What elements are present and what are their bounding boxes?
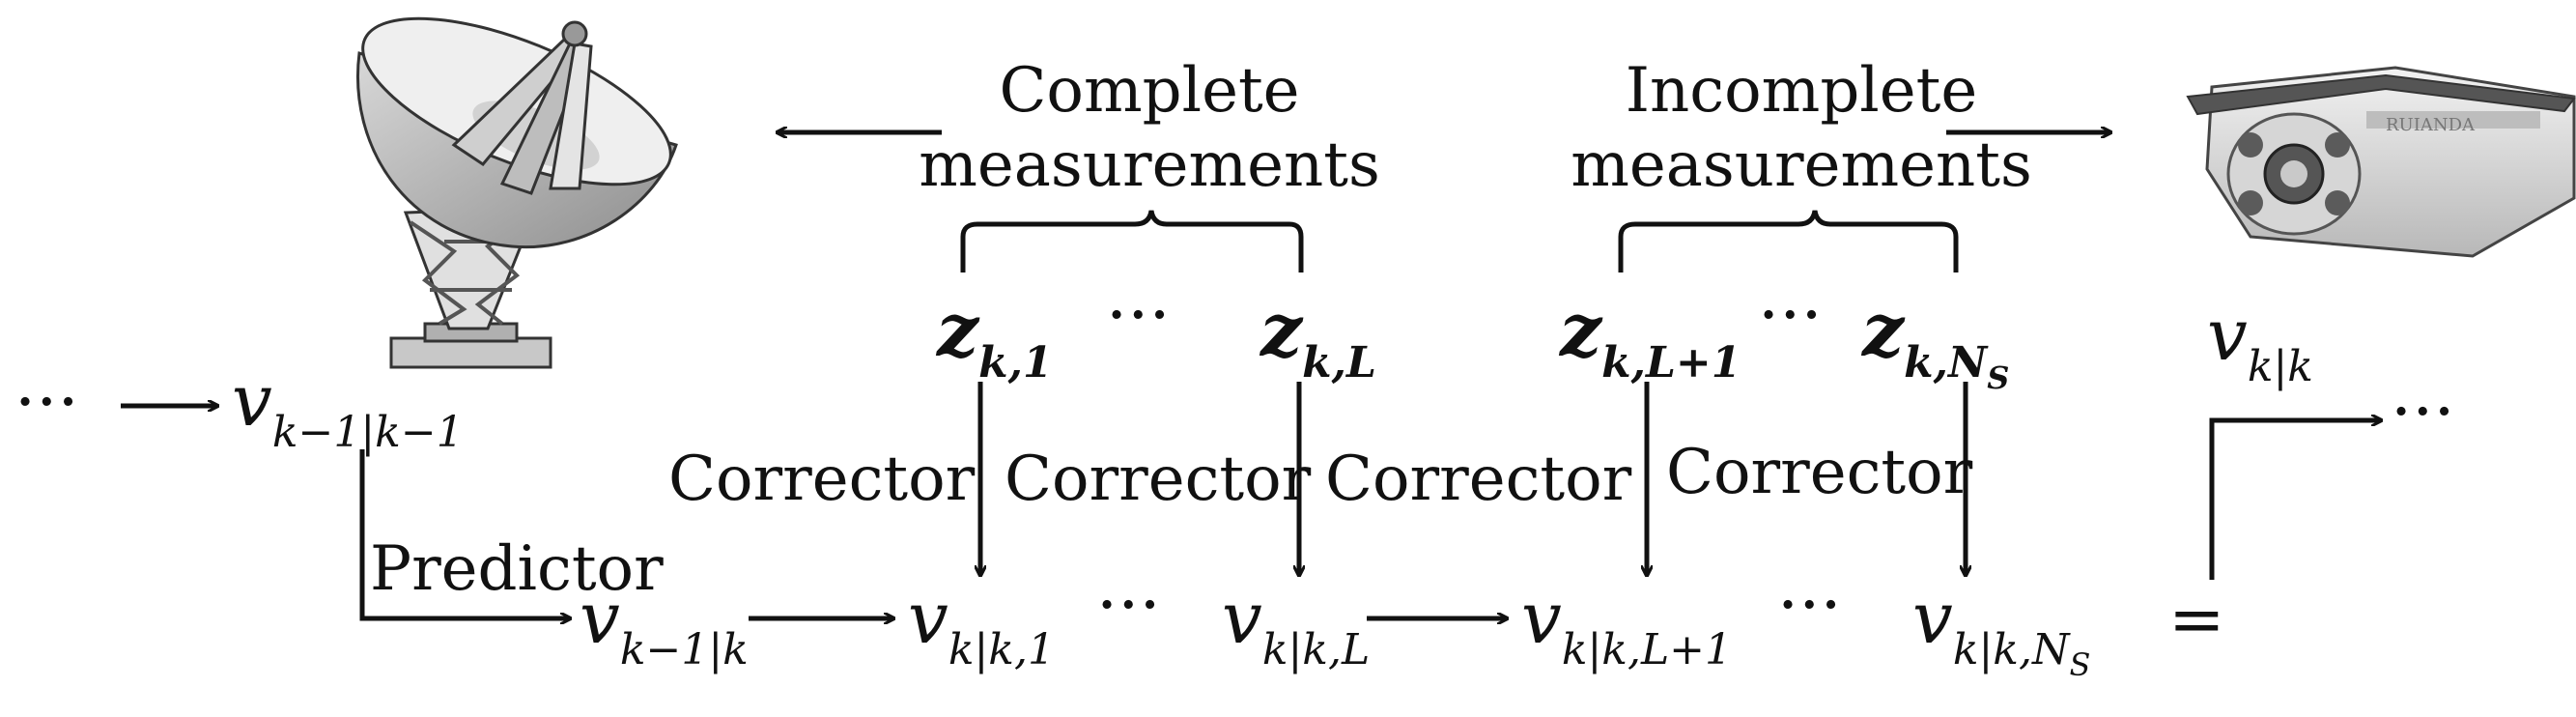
z-k-L: zk,L — [1259, 287, 1376, 387]
v-prior-posterior: vk−1|k−1 — [232, 359, 464, 457]
predictor-arrow — [359, 449, 570, 618]
security-camera-icon: RUIANDA — [2186, 66, 2576, 258]
incomplete-brace — [1618, 210, 1959, 272]
complete-label-line2: measurements — [919, 129, 1380, 201]
complete-label-line1: Complete — [999, 55, 1299, 127]
corrector-label-4: Corrector — [1666, 437, 1973, 508]
v-ellipsis-2: ··· — [1777, 565, 1842, 645]
predictor-label: Predictor — [370, 533, 664, 605]
complete-brace — [960, 210, 1304, 272]
v-prior-prediction: vk−1|k — [580, 577, 749, 674]
incomplete-label-line2: measurements — [1571, 129, 2032, 201]
corrector-label-3: Corrector — [1325, 444, 1632, 515]
z-ellipsis-1: ··· — [1106, 275, 1171, 355]
camera-brand-text: RUIANDA — [2386, 115, 2476, 135]
radar-dish-icon — [356, 16, 678, 369]
v-k-k-1: vk|k,1 — [908, 577, 1055, 674]
corrector-label-1: Corrector — [668, 444, 976, 515]
z-k-NS: zk,NS — [1860, 287, 2009, 396]
z-k-L1: zk,L+1 — [1558, 287, 1741, 387]
output-arrow — [2209, 420, 2381, 580]
v-ellipsis-1: ··· — [1096, 565, 1161, 645]
z-k-1: zk,1 — [935, 287, 1053, 387]
right-ellipsis: ··· — [2391, 372, 2455, 451]
equals-sign: = — [2168, 580, 2225, 659]
v-k-k-NS: vk|k,NS — [1912, 577, 2090, 683]
v-k-k-L: vk|k,L — [1222, 577, 1370, 674]
v-k-k-posterior: vk|k — [2207, 294, 2313, 391]
z-ellipsis-2: ··· — [1758, 275, 1823, 355]
incomplete-label-line1: Incomplete — [1626, 55, 1977, 127]
left-ellipsis: ··· — [14, 362, 79, 442]
v-k-k-L1: vk|k,L+1 — [1521, 577, 1732, 674]
corrector-label-2: Corrector — [1005, 444, 1312, 515]
